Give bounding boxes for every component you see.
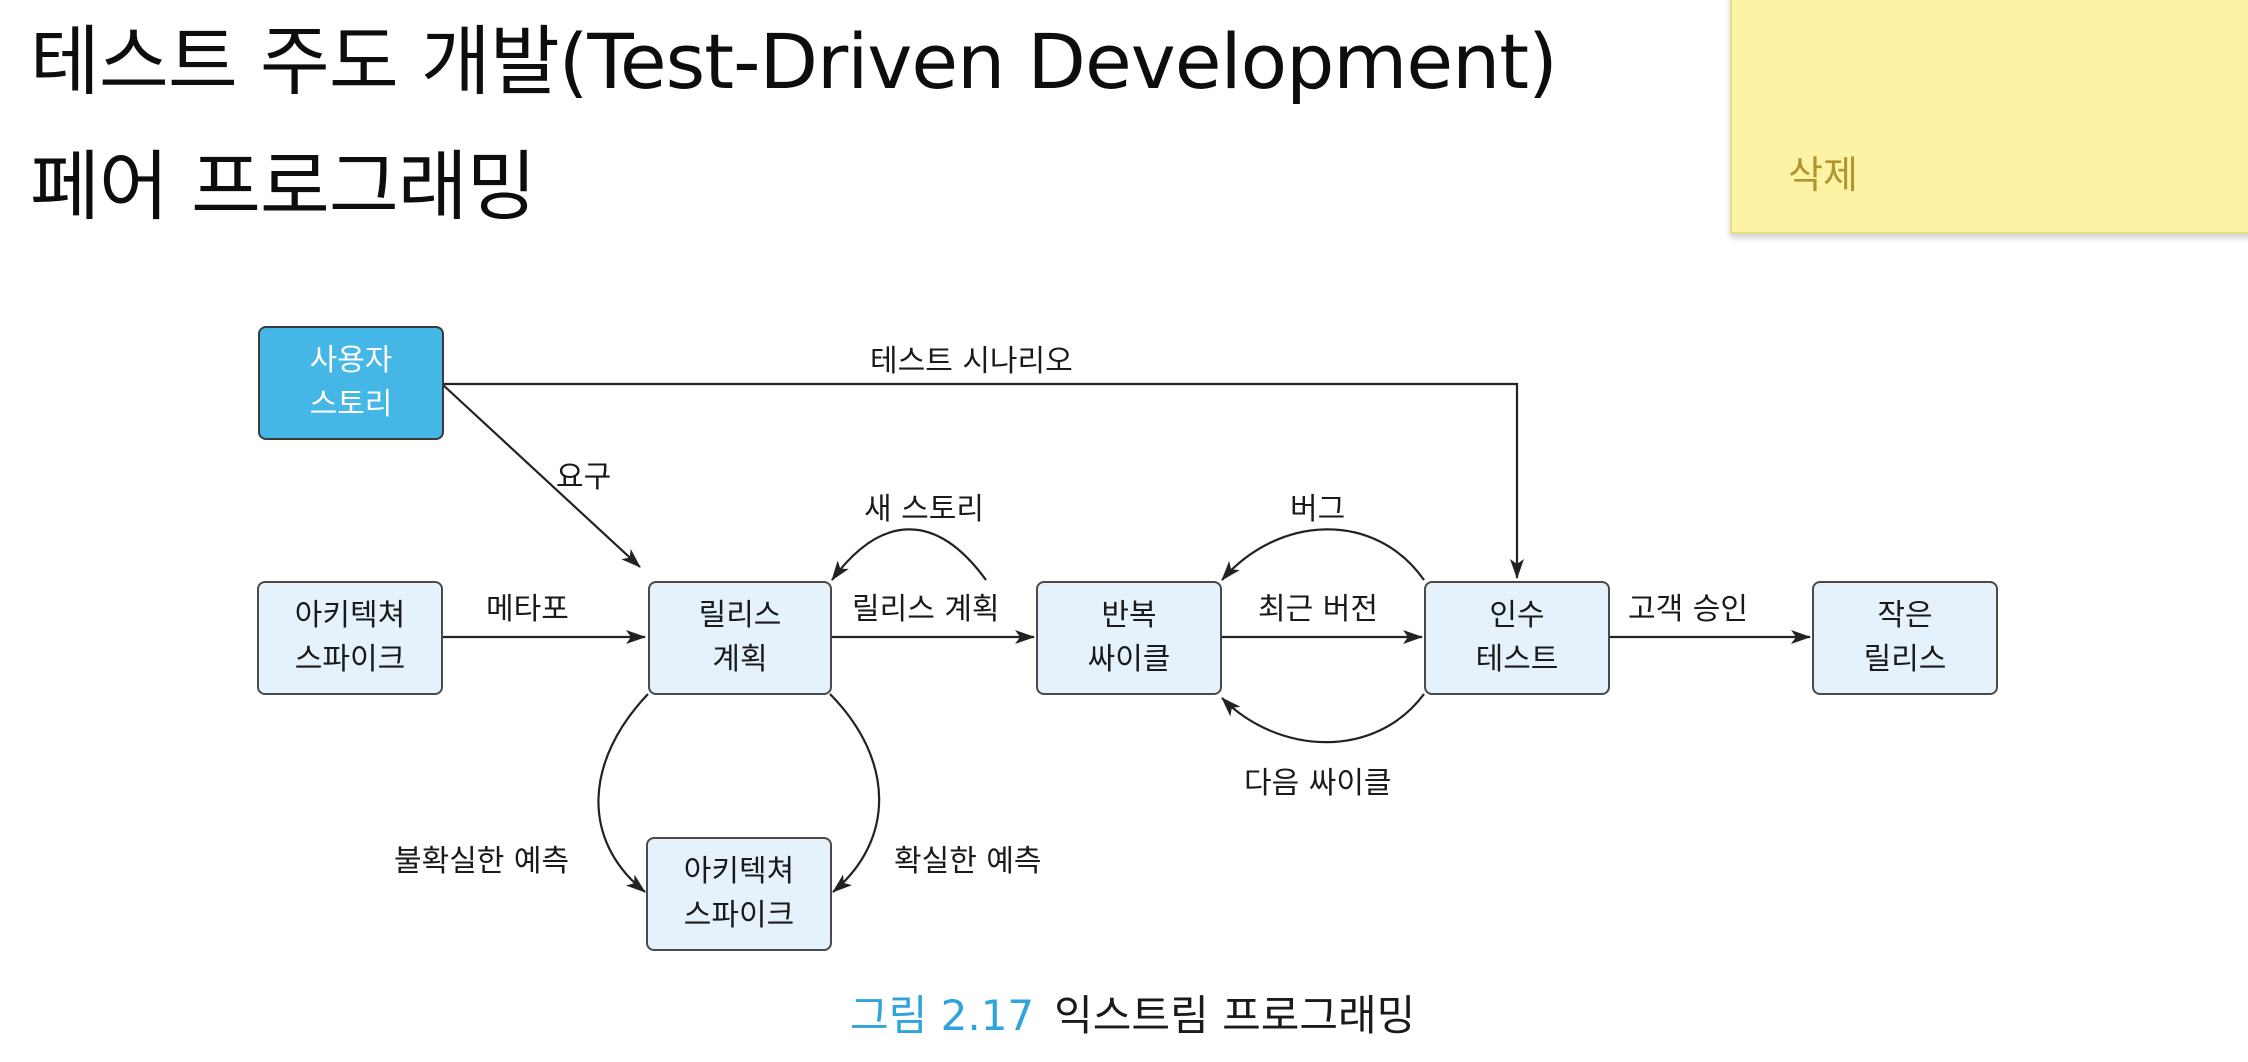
label-test-scenario: 테스트 시나리오 [870,344,1073,379]
label-customer-approval: 고객 승인 [1628,592,1748,627]
label-requirements: 요구 [556,460,612,495]
arrow-next-iteration [1221,693,1425,744]
label-uncertain-estimate: 불확실한 예측 [394,844,570,879]
arrow-confident-estimate [829,693,881,893]
label-metaphor: 메타포 [486,592,569,627]
sticky-note[interactable]: 삭제 [1730,0,2248,234]
label-bug: 버그 [1290,492,1346,527]
arrow-uncertain-estimate [597,693,649,893]
arrow-new-story [831,528,987,581]
note-delete-button[interactable]: 삭제 [1788,153,1858,197]
label-latest-version: 최근 버전 [1258,592,1378,627]
figure-title: 익스트림 프로그래밍 [1054,991,1416,1040]
figure-caption: 그림 2.17 익스트림 프로그래밍 [850,982,1415,1043]
arrow-requirements [441,383,641,568]
heading-tdd: 테스트 주도 개발(Test-Driven Development) [30,17,1558,106]
label-next-iteration: 다음 싸이클 [1244,766,1392,801]
arrow-test-scenario [442,382,1524,579]
label-confident-estimate: 확실한 예측 [894,844,1042,879]
figure-number: 그림 2.17 [850,991,1035,1040]
arrow-bug [1221,528,1425,581]
label-new-story: 새 스토리 [864,492,984,527]
label-release-plan: 릴리스 계획 [852,592,1000,627]
heading-pair-programming: 페어 프로그래밍 [30,142,537,231]
